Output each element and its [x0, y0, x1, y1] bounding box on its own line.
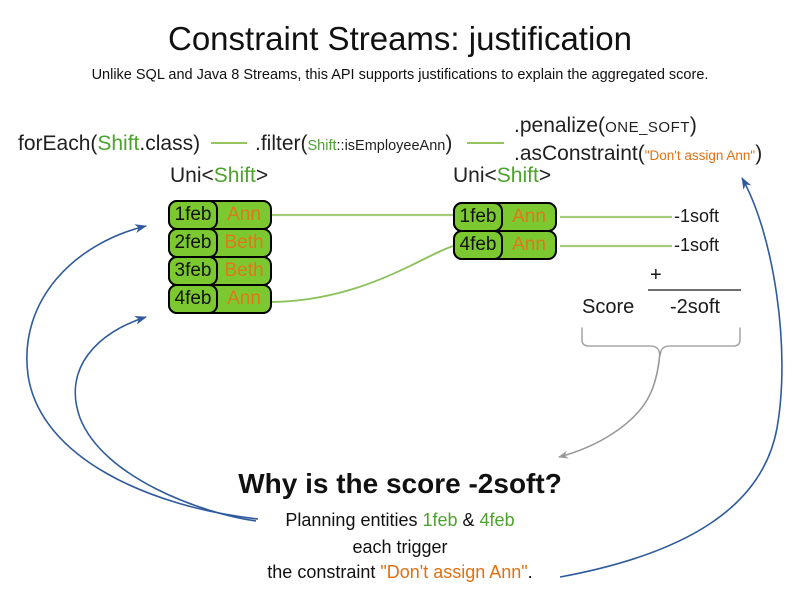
entity-1feb-text: 1feb	[422, 510, 458, 530]
uni-label-left: Uni<Shift>	[170, 164, 268, 188]
explanation-line-2: each trigger	[352, 537, 448, 557]
asconstraint-suffix: )	[755, 142, 763, 165]
shift-date: 4feb	[168, 284, 218, 314]
page-subtitle: Unlike SQL and Java 8 Streams, this API …	[91, 67, 709, 83]
uni-left-type: Shift	[213, 164, 256, 187]
penalty-label-2: -1soft	[674, 235, 720, 255]
shift-table-right: 1feb Ann 4feb Ann	[453, 202, 557, 260]
foreach-prefix: forEach(	[18, 132, 98, 155]
plus-sign: +	[650, 264, 662, 286]
uni-right-prefix: Uni<	[453, 164, 497, 187]
entity-4feb-text: 4feb	[479, 510, 515, 530]
penalize-prefix: .penalize(	[514, 114, 606, 137]
filter-method: ::isEmployeeAnn	[336, 138, 446, 154]
constraint-name-text: "Don't assign Ann"	[380, 562, 528, 582]
shift-row-1feb: 1feb Ann	[168, 200, 272, 230]
score-explanation-arrow	[558, 351, 661, 459]
shift-date: 1feb	[453, 202, 503, 232]
shift-employee: Beth	[224, 260, 264, 281]
filter-type: Shift	[307, 138, 337, 154]
line1-mid: &	[457, 510, 480, 530]
code-filter: .filter(Shift::isEmployeeAnn)	[255, 132, 452, 156]
shift-date: 2feb	[168, 228, 218, 258]
foreach-suffix: .class)	[139, 132, 201, 155]
stream-line-4feb	[271, 245, 454, 303]
shift-row-4feb: 4feb Ann	[168, 284, 272, 314]
shift-date: 3feb	[168, 256, 218, 286]
shift-date: 4feb	[453, 230, 503, 260]
explanation-line-1: Planning entities 1feb & 4feb	[0, 510, 800, 531]
shift-row-4feb-filtered: 4feb Ann	[453, 230, 557, 260]
shift-date: 1feb	[168, 200, 218, 230]
uni-right-suffix: >	[538, 164, 552, 187]
uni-right-type: Shift	[496, 164, 539, 187]
explanation-heading: Why is the score -2soft?	[238, 468, 562, 499]
uni-label-right: Uni<Shift>	[453, 164, 551, 188]
shift-employee: Ann	[512, 206, 546, 227]
shift-employee: Beth	[224, 232, 264, 253]
explanation-line-3: the constraint "Don't assign Ann".	[0, 562, 800, 583]
code-foreach: forEach(Shift.class)	[18, 132, 200, 156]
score-label: Score	[582, 296, 635, 318]
foreach-type: Shift	[97, 132, 140, 155]
page-title: Constraint Streams: justification	[167, 20, 632, 57]
code-asconstraint: .asConstraint("Don't assign Ann")	[514, 142, 762, 166]
penalty-label-1: -1soft	[674, 206, 720, 226]
shift-employee: Ann	[227, 288, 261, 309]
score-brace	[581, 327, 741, 356]
penalize-arg: ONE_SOFT	[605, 119, 690, 136]
line3-suffix: .	[527, 562, 533, 582]
asconstraint-arg: "Don't assign Ann"	[644, 148, 756, 163]
filter-suffix: )	[445, 132, 453, 155]
code-penalize: .penalize(ONE_SOFT)	[514, 114, 697, 138]
uni-left-prefix: Uni<	[170, 164, 214, 187]
shift-table-left: 1feb Ann 2feb Beth 3feb Beth 4feb Ann	[168, 200, 272, 314]
score-total: -2soft	[670, 296, 721, 318]
shift-employee: Ann	[512, 234, 546, 255]
line3-prefix: the constraint	[267, 562, 381, 582]
line1-prefix: Planning entities	[285, 510, 423, 530]
shift-row-3feb: 3feb Beth	[168, 256, 272, 286]
penalize-suffix: )	[689, 114, 697, 137]
filter-prefix: .filter(	[255, 132, 308, 155]
shift-row-2feb: 2feb Beth	[168, 228, 272, 258]
uni-left-suffix: >	[255, 164, 269, 187]
asconstraint-prefix: .asConstraint(	[514, 142, 645, 165]
shift-employee: Ann	[227, 204, 261, 225]
shift-row-1feb-filtered: 1feb Ann	[453, 202, 557, 232]
